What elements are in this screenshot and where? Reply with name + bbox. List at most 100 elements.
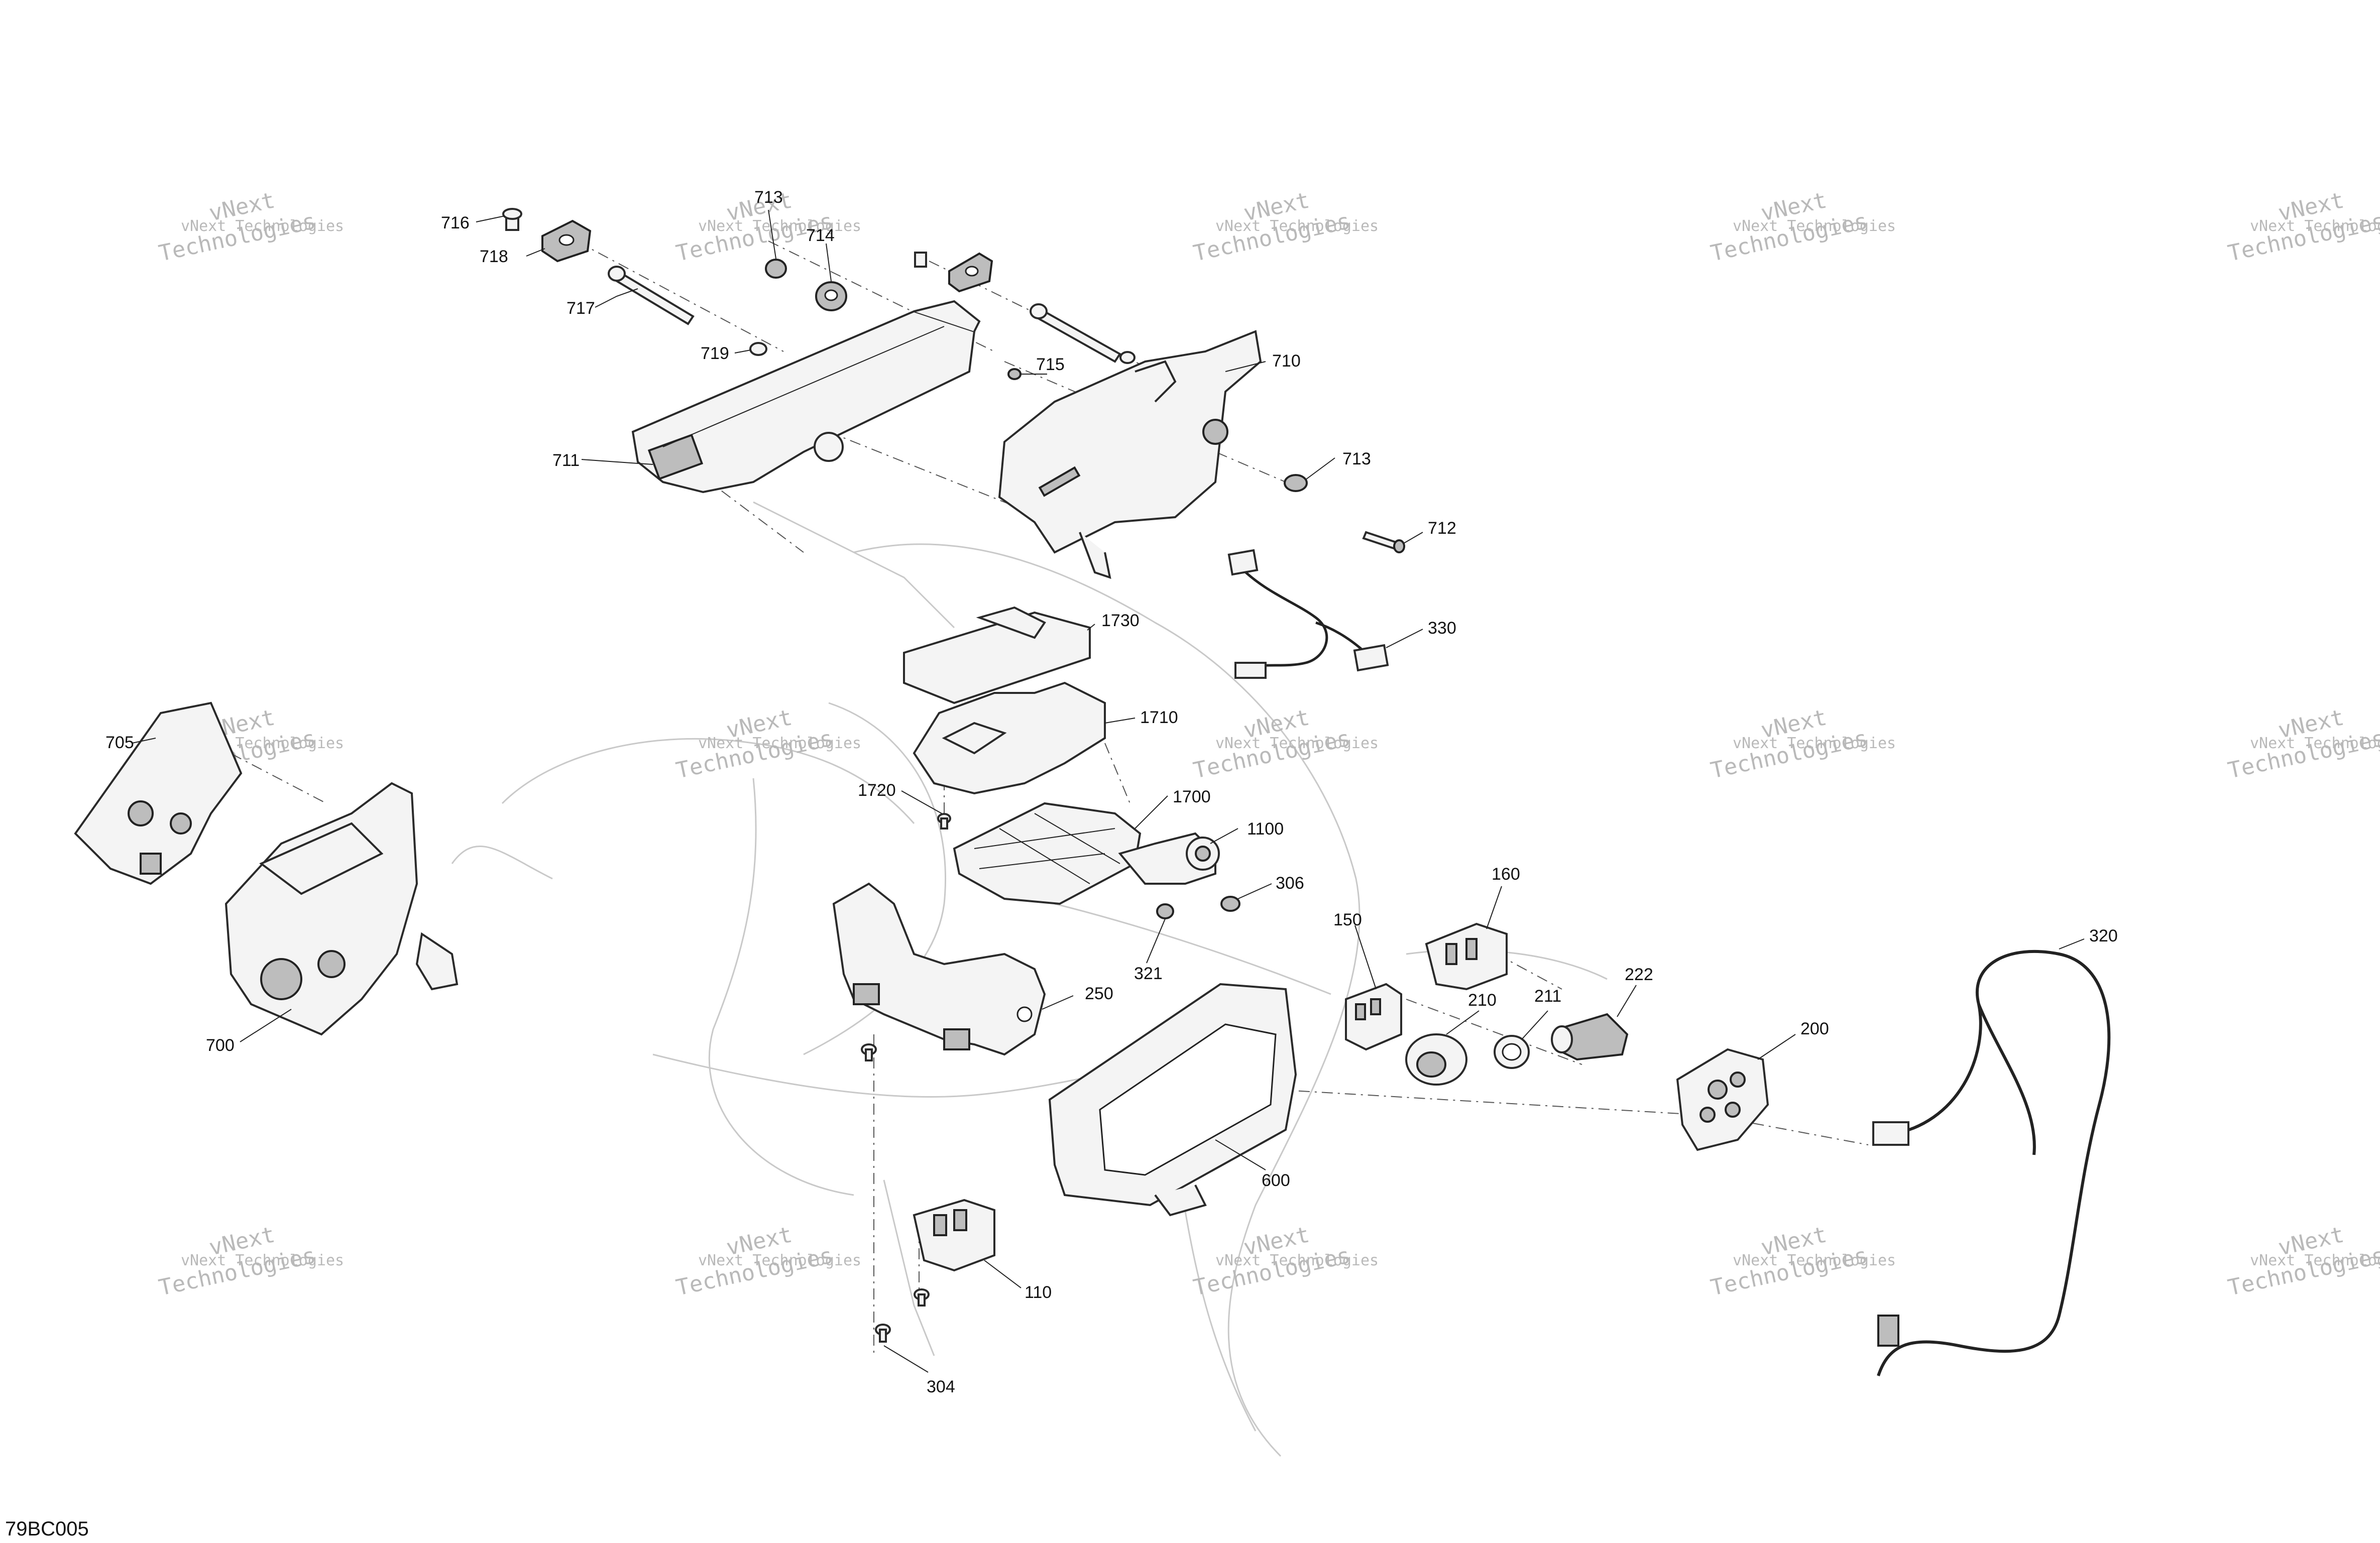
part-bracket-screw [861, 1043, 877, 1061]
callout-713: 713 [1342, 449, 1371, 468]
assembly-axis-lines [210, 230, 1869, 1356]
callout-200: 200 [1800, 1019, 1829, 1038]
part-714-grommet [815, 281, 847, 311]
part-210-knob-base [1405, 1033, 1467, 1086]
callout-210: 210 [1468, 991, 1497, 1010]
svg-text:vNext Technologies: vNext Technologies [1733, 1252, 1896, 1269]
part-306-nut [1220, 896, 1240, 912]
part-321-nut [1156, 903, 1174, 919]
part-717-long-bolt-right [1030, 303, 1136, 364]
part-200-keypad [1676, 1048, 1769, 1151]
callout-211: 211 [1534, 987, 1561, 1006]
callout-718: 718 [480, 247, 508, 266]
part-110-switch [913, 1199, 995, 1272]
callout-1100: 1100 [1247, 819, 1284, 839]
part-1700-ecu [953, 802, 1142, 905]
watermark: vNext Technologies vNext Technologies [1709, 187, 1896, 266]
watermark: vNext Technologies vNext Technologies [157, 187, 344, 266]
svg-text:vNext Technologies: vNext Technologies [698, 1252, 861, 1269]
watermark: vNext Technologies vNext Technologies [674, 704, 861, 783]
part-160-switch [1425, 922, 1508, 991]
callout-717: 717 [566, 299, 595, 318]
callout-711: 711 [552, 451, 580, 470]
callout-110: 110 [1025, 1283, 1052, 1302]
part-710-bracket [998, 330, 1262, 579]
svg-text:vNext Technologies: vNext Technologies [698, 217, 861, 235]
callout-714: 714 [806, 226, 835, 245]
watermark: vNext Technologies vNext Technologies [2226, 704, 2380, 783]
callout-320: 320 [2089, 926, 2118, 945]
part-330-harness [1227, 549, 1389, 679]
part-713-nut-top [765, 259, 787, 279]
svg-text:vNext Technologies: vNext Technologies [181, 1252, 344, 1269]
callout-labels: 716 718 713 714 717 719 715 710 711 713 … [105, 188, 2118, 1396]
part-150-switch [1345, 983, 1402, 1051]
watermark: vNext Technologies vNext Technologies [674, 1222, 861, 1300]
callout-250: 250 [1085, 984, 1113, 1003]
callout-1710: 1710 [1140, 708, 1178, 727]
part-700-control-box [224, 782, 459, 1036]
part-1730-pad [903, 606, 1091, 704]
callout-1720: 1720 [858, 781, 896, 800]
part-711-mounting-rail [631, 300, 981, 494]
callout-713: 713 [754, 188, 783, 207]
part-222-knob [1551, 1013, 1629, 1061]
part-1720-screw [937, 813, 951, 829]
watermark: vNext Technologies vNext Technologies [1191, 1222, 1379, 1300]
callout-321: 321 [1134, 964, 1163, 983]
watermark: vNext Technologies vNext Technologies [1709, 1222, 1896, 1300]
callout-150: 150 [1333, 910, 1362, 929]
watermark: vNext Technologies vNext Technologies [157, 1222, 344, 1300]
part-304-screw [875, 1324, 891, 1343]
part-320-harness [1872, 949, 2111, 1376]
callout-600: 600 [1262, 1171, 1290, 1190]
svg-text:vNext Technologies: vNext Technologies [1215, 735, 1379, 752]
svg-text:vNext Technologies: vNext Technologies [2250, 735, 2380, 752]
part-718-bushing-right [914, 252, 993, 293]
part-716-screw [502, 208, 522, 231]
callout-1730: 1730 [1101, 611, 1140, 630]
watermark: vNext Technologies vNext Technologies [1709, 704, 1896, 783]
svg-text:vNext Technologies: vNext Technologies [698, 735, 861, 752]
callout-1700: 1700 [1173, 787, 1211, 806]
part-600-display [1048, 983, 1297, 1217]
callout-710: 710 [1272, 351, 1301, 371]
part-1100-ignition [1118, 832, 1220, 885]
ghost-frame [451, 501, 1608, 1457]
part-250-bracket [832, 882, 1046, 1056]
watermark: vNext Technologies vNext Technologies [1191, 704, 1379, 783]
svg-text:vNext Technologies: vNext Technologies [1215, 217, 1379, 235]
svg-text:vNext Technologies: vNext Technologies [1215, 1252, 1379, 1269]
callout-705: 705 [105, 733, 134, 752]
watermark: vNext Technologies vNext Technologies [2226, 187, 2380, 266]
part-712-screw [1362, 531, 1405, 553]
callout-330: 330 [1428, 619, 1456, 638]
callout-716: 716 [441, 213, 470, 232]
watermark: vNext Technologies vNext Technologies [2226, 1222, 2380, 1300]
part-717-long-bolt [608, 266, 695, 325]
callout-160: 160 [1492, 865, 1520, 884]
part-719-washer [749, 342, 767, 356]
callout-700: 700 [206, 1036, 235, 1055]
watermark: vNext Technologies vNext Technologies [1191, 187, 1379, 266]
svg-text:vNext Technologies: vNext Technologies [2250, 217, 2380, 235]
part-110-screw [914, 1288, 930, 1307]
part-713-washer-right [1284, 474, 1308, 492]
callout-306: 306 [1276, 874, 1304, 893]
svg-text:vNext Technologies: vNext Technologies [2250, 1252, 2380, 1269]
diagram-code: 79BC005 [5, 1518, 89, 1540]
svg-text:vNext Technologies: vNext Technologies [181, 217, 344, 235]
svg-text:vNext Technologies: vNext Technologies [1733, 217, 1896, 235]
part-211-ring [1494, 1035, 1530, 1069]
part-718-bushing [541, 219, 592, 263]
part-715-screw [1007, 368, 1022, 380]
callout-712: 712 [1428, 519, 1456, 538]
callout-222: 222 [1625, 965, 1653, 984]
part-705-module [74, 701, 243, 885]
callout-304: 304 [927, 1377, 955, 1396]
svg-text:vNext Technologies: vNext Technologies [1733, 735, 1896, 752]
callout-leaders [132, 209, 2085, 1373]
callout-715: 715 [1036, 355, 1065, 374]
callout-719: 719 [701, 344, 729, 363]
